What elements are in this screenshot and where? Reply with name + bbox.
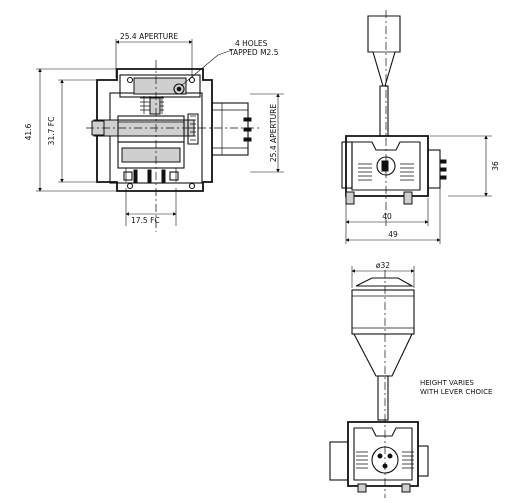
holes-label-line1: 4 HOLES	[235, 39, 268, 48]
side-width-outer-label: 49	[388, 230, 398, 239]
aperture-right-label: 25.4 APERTURE	[269, 104, 278, 162]
side-dimensions: 36 40 49	[345, 135, 500, 244]
aperture-top-label: 25.4 APERTURE	[120, 32, 178, 41]
width-fc-label: 17.5 FC	[131, 216, 160, 225]
bottom-view	[329, 270, 429, 498]
height-fc-label: 31.7 FC	[47, 117, 56, 146]
diameter-label: ø32	[376, 261, 390, 270]
height-note-line2: WITH LEVER CHOICE	[420, 388, 492, 396]
front-view	[86, 60, 260, 232]
side-width-inner-label: 40	[382, 212, 392, 221]
side-view	[341, 10, 447, 228]
side-height-label: 36	[491, 161, 500, 171]
height-note-line1: HEIGHT VARIES	[420, 379, 474, 387]
bottom-dimensions: ø32 HEIGHT VARIES WITH LEVER CHOICE	[351, 261, 492, 396]
front-dimensions: 25.4 APERTURE 4 HOLES TAPPED M2.5 41.6 3…	[24, 32, 284, 226]
holes-label-line2: TAPPED M2.5	[228, 48, 279, 57]
height-outer-label: 41.6	[24, 123, 33, 140]
